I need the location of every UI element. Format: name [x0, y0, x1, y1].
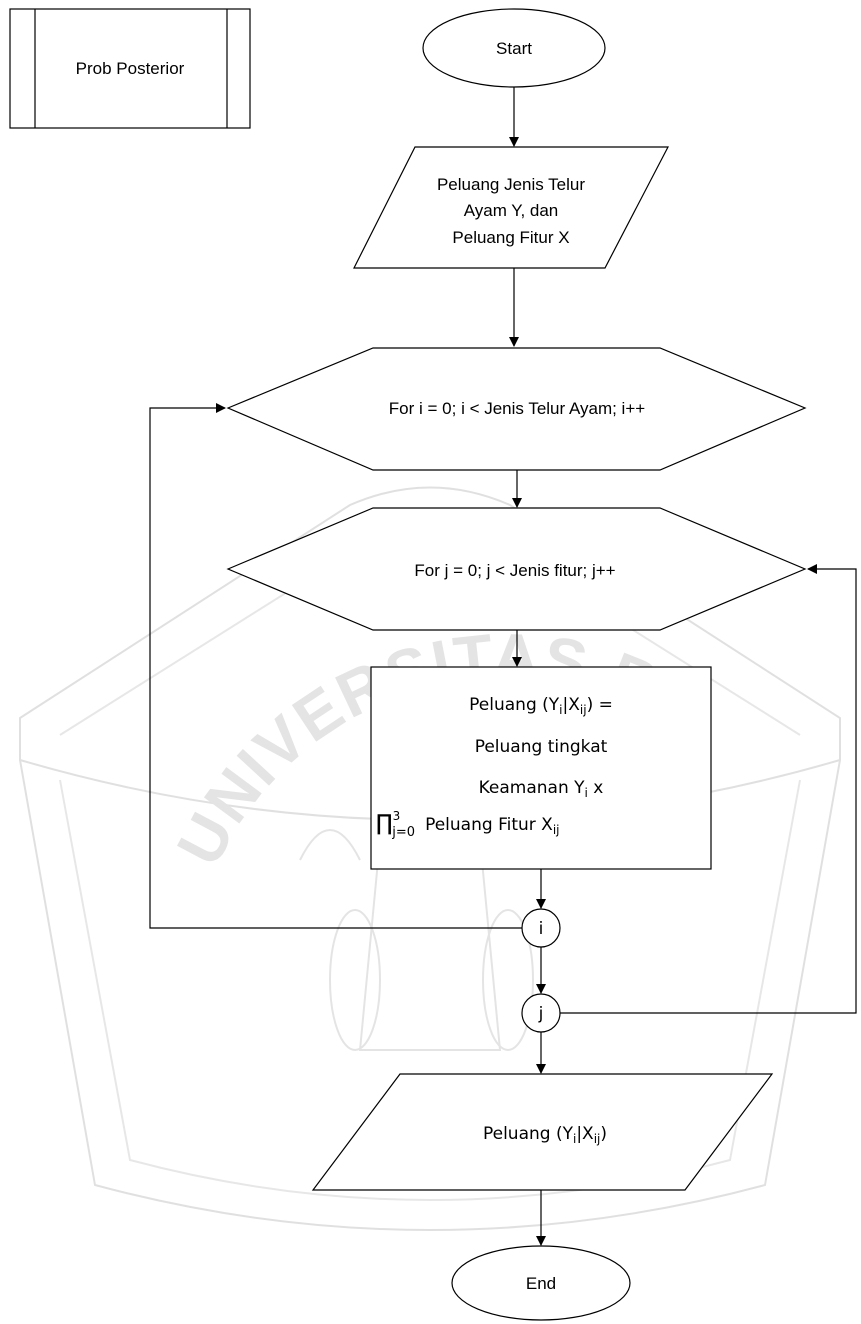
- input-line-3: Peluang Fitur X: [452, 228, 569, 247]
- connector-j-label: j: [538, 1004, 544, 1024]
- input-line-1: Peluang Jenis Telur: [437, 175, 585, 194]
- output-label: Peluang (Yi|Xij): [483, 1124, 607, 1146]
- connector-j: j: [522, 994, 560, 1032]
- end-label: End: [526, 1274, 556, 1293]
- loop-j-hexagon: For j = 0; j < Jenis fitur; j++: [228, 508, 805, 630]
- process-line-1: Peluang (Yi|Xij) =: [469, 695, 613, 717]
- subprocess-label: Prob Posterior: [76, 59, 185, 78]
- subprocess-box: Prob Posterior: [10, 9, 250, 128]
- output-parallelogram: Peluang (Yi|Xij): [313, 1074, 772, 1190]
- process-box: Peluang (Yi|Xij) = Peluang tingkat Keama…: [371, 667, 711, 869]
- input-parallelogram: Peluang Jenis Telur Ayam Y, dan Peluang …: [354, 147, 668, 268]
- start-label: Start: [496, 39, 532, 58]
- end-terminator: End: [452, 1246, 630, 1320]
- loop-i-label: For i = 0; i < Jenis Telur Ayam; i++: [389, 399, 645, 418]
- loop-j-label: For j = 0; j < Jenis fitur; j++: [414, 561, 615, 580]
- input-line-2: Ayam Y, dan: [464, 201, 559, 220]
- process-line-2: Peluang tingkat: [475, 737, 608, 757]
- loop-i-hexagon: For i = 0; i < Jenis Telur Ayam; i++: [228, 348, 805, 470]
- connector-i-label: i: [539, 919, 544, 939]
- connector-i: i: [522, 909, 560, 947]
- start-terminator: Start: [423, 9, 605, 87]
